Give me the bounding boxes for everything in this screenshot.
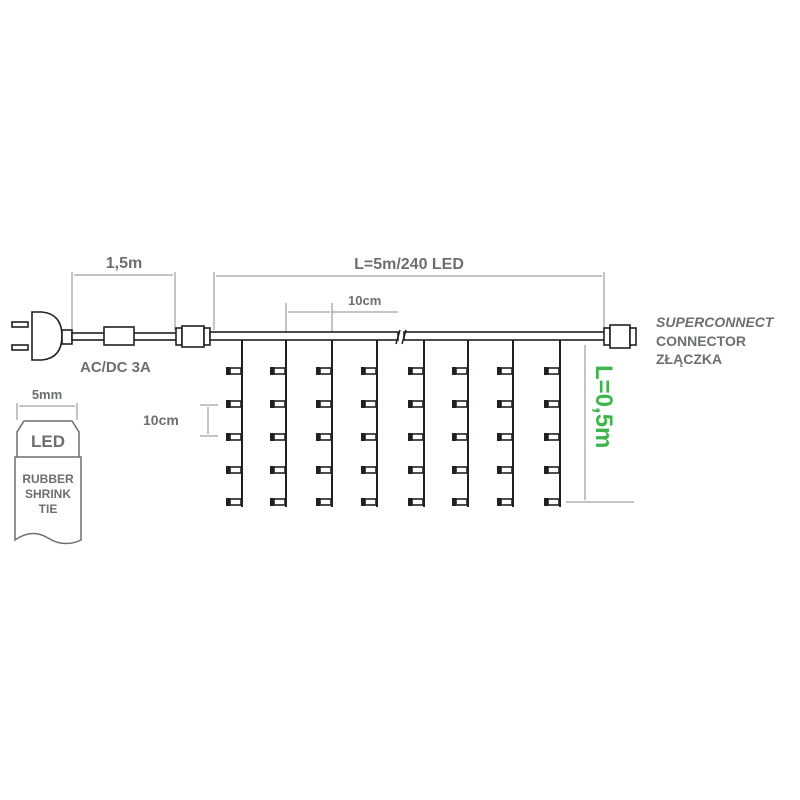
strand-spacing-label: 10cm: [348, 293, 381, 308]
led-bulb: [544, 367, 560, 375]
total-length-label: L=5m/240 LED: [354, 256, 464, 273]
led-bulb: [226, 433, 242, 441]
led-bulb: [452, 498, 468, 506]
led-bulb: [361, 466, 377, 474]
strand-length-dimension: L=0,5m: [566, 345, 634, 503]
adapter-box: [103, 326, 135, 346]
led-bulb: [316, 400, 332, 408]
led-strand: [544, 340, 561, 507]
led-bulb: [226, 400, 242, 408]
led-bulb: [497, 400, 513, 408]
led-bulb: [408, 400, 424, 408]
strand-spacing-dimension: 10cm: [285, 293, 398, 336]
led-bulb: [544, 466, 560, 474]
led-bulb: [408, 498, 424, 506]
led-bulb: [316, 433, 332, 441]
left-connector: [175, 325, 211, 348]
led-bulb: [452, 400, 468, 408]
led-cap-label: LED: [31, 432, 65, 451]
led-bulb: [361, 400, 377, 408]
led-spacing-dimension: 10cm: [143, 404, 218, 437]
led-bulb: [226, 466, 242, 474]
lead-length-label: 1,5m: [106, 255, 142, 272]
led-strand: [497, 340, 514, 507]
tie-label-2: SHRINK: [25, 487, 71, 501]
led-strand: [270, 340, 287, 507]
connector-label: CONNECTOR: [656, 333, 746, 349]
led-strand: [408, 340, 425, 507]
connector-brand-label: SUPERCONNECT: [656, 314, 775, 330]
led-bulb: [408, 433, 424, 441]
connector-label-pl: ZŁĄCZKA: [656, 351, 722, 367]
bulb-detail: 5mm LED RUBBER SHRINK TIE: [14, 387, 82, 545]
led-bulb: [361, 367, 377, 375]
led-bulb: [452, 367, 468, 375]
led-strand: [452, 340, 469, 507]
power-rating-label: AC/DC 3A: [80, 359, 151, 376]
led-bulb: [226, 367, 242, 375]
strand-length-label: L=0,5m: [590, 365, 617, 448]
led-bulb: [497, 433, 513, 441]
led-bulb: [361, 498, 377, 506]
led-bulb: [270, 433, 286, 441]
led-bulb: [544, 498, 560, 506]
main-cable: [209, 329, 607, 345]
led-bulb: [408, 367, 424, 375]
led-bulb: [270, 400, 286, 408]
bulb-width-label: 5mm: [32, 387, 62, 402]
led-bulb: [226, 498, 242, 506]
led-bulb: [497, 367, 513, 375]
led-strand: [316, 340, 333, 507]
led-bulb: [316, 466, 332, 474]
led-bulb: [316, 498, 332, 506]
led-bulb: [544, 400, 560, 408]
led-spacing-label: 10cm: [143, 412, 179, 428]
tie-label-3: TIE: [39, 502, 58, 516]
led-bulb: [544, 433, 560, 441]
superconnect-connector: [603, 324, 637, 349]
led-bulb: [270, 367, 286, 375]
led-bulb: [452, 433, 468, 441]
led-bulb: [270, 498, 286, 506]
tie-label-1: RUBBER: [22, 472, 74, 486]
led-bulb: [408, 466, 424, 474]
led-strand: [226, 340, 243, 507]
led-bulb: [497, 466, 513, 474]
led-bulb: [497, 498, 513, 506]
total-length-dimension: L=5m/240 LED: [213, 256, 605, 330]
led-bulb: [361, 433, 377, 441]
led-strands: [226, 340, 561, 507]
led-strand: [361, 340, 378, 507]
led-bulb: [316, 367, 332, 375]
lead-length-dimension: 1,5m: [71, 255, 176, 330]
power-plug: [11, 311, 73, 361]
led-bulb: [270, 466, 286, 474]
lead-cable: AC/DC 3A: [71, 326, 178, 376]
led-bulb: [452, 466, 468, 474]
